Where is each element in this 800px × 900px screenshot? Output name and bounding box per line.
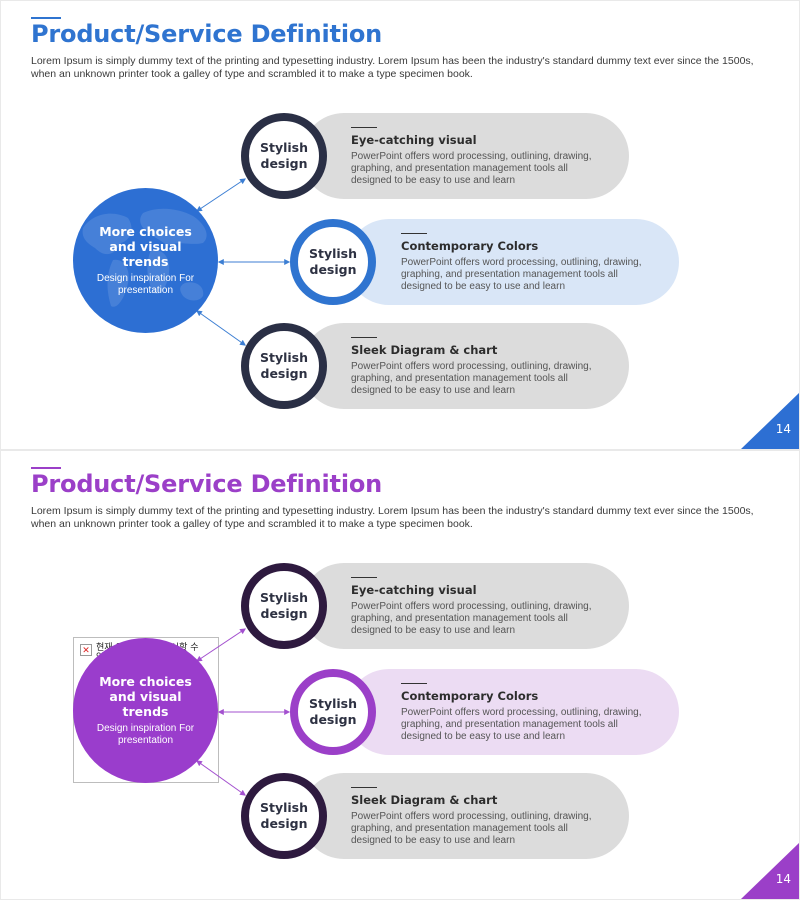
ring-1: Stylish design (241, 563, 327, 649)
item-body: PowerPoint offers word processing, outli… (401, 707, 642, 743)
slide-purple: Product/Service Definition Lorem Ipsum i… (1, 451, 799, 899)
slide-blue: Product/Service Definition Lorem Ipsum i… (1, 1, 799, 449)
title-accent-line (31, 17, 61, 19)
item-body: PowerPoint offers word processing, outli… (351, 811, 592, 847)
ring-label: Stylish design (308, 696, 358, 727)
hub-title: More choices and visual trends (99, 674, 192, 719)
heading-rule (351, 787, 377, 788)
world-map-icon (82, 208, 207, 307)
item-body: PowerPoint offers word processing, outli… (351, 151, 592, 187)
arrow-bottom (196, 310, 246, 346)
item-heading: Contemporary Colors (401, 689, 539, 703)
ring-label: Stylish design (259, 350, 309, 381)
slide-title: Product/Service Definition (31, 470, 383, 498)
item-text-3: Sleek Diagram & chart PowerPoint offers … (351, 787, 641, 848)
item-text-1: Eye-catching visual PowerPoint offers wo… (351, 577, 641, 638)
item-heading: Sleek Diagram & chart (351, 343, 498, 357)
item-heading: Contemporary Colors (401, 239, 539, 253)
ring-label: Stylish design (308, 246, 358, 277)
item-heading: Eye-catching visual (351, 133, 477, 147)
heading-rule (351, 577, 377, 578)
ring-2: Stylish design (290, 219, 376, 305)
arrow-top (196, 178, 246, 212)
item-body: PowerPoint offers word processing, outli… (351, 601, 592, 637)
item-body: PowerPoint offers word processing, outli… (401, 257, 642, 293)
page-number: 14 (775, 872, 791, 886)
heading-rule (401, 683, 427, 684)
arrow-top (196, 628, 246, 662)
ring-1: Stylish design (241, 113, 327, 199)
broken-image-icon: ✕ (80, 644, 92, 656)
hub-subtitle: Design inspiration For presentation (96, 273, 195, 296)
ring-3: Stylish design (241, 773, 327, 859)
hub-subtitle: Design inspiration For presentation (96, 723, 195, 746)
ring-label: Stylish design (259, 140, 309, 171)
ring-3: Stylish design (241, 323, 327, 409)
hub-title: More choices and visual trends (99, 224, 192, 269)
heading-rule (351, 127, 377, 128)
slide-title: Product/Service Definition (31, 20, 383, 48)
item-body: PowerPoint offers word processing, outli… (351, 361, 592, 397)
arrow-bottom (196, 760, 246, 796)
page-number: 14 (775, 422, 791, 436)
ring-label: Stylish design (259, 800, 309, 831)
item-text-2: Contemporary Colors PowerPoint offers wo… (401, 233, 691, 294)
hub-content: More choices and visual trends Design in… (73, 188, 218, 333)
item-text-2: Contemporary Colors PowerPoint offers wo… (401, 683, 691, 744)
connector-arrows (196, 628, 291, 796)
item-heading: Sleek Diagram & chart (351, 793, 498, 807)
hub-content: More choices and visual trends Design in… (73, 638, 218, 783)
ring-2: Stylish design (290, 669, 376, 755)
hub-circle: More choices and visual trends Design in… (73, 638, 218, 783)
item-text-3: Sleek Diagram & chart PowerPoint offers … (351, 337, 641, 398)
title-accent-line (31, 467, 61, 469)
hub-circle: More choices and visual trends Design in… (73, 188, 218, 333)
item-text-1: Eye-catching visual PowerPoint offers wo… (351, 127, 641, 188)
slide-description: Lorem Ipsum is simply dummy text of the … (31, 505, 754, 530)
heading-rule (401, 233, 427, 234)
ring-label: Stylish design (259, 590, 309, 621)
heading-rule (351, 337, 377, 338)
slide-description: Lorem Ipsum is simply dummy text of the … (31, 55, 754, 80)
item-heading: Eye-catching visual (351, 583, 477, 597)
connector-arrows (196, 178, 291, 346)
